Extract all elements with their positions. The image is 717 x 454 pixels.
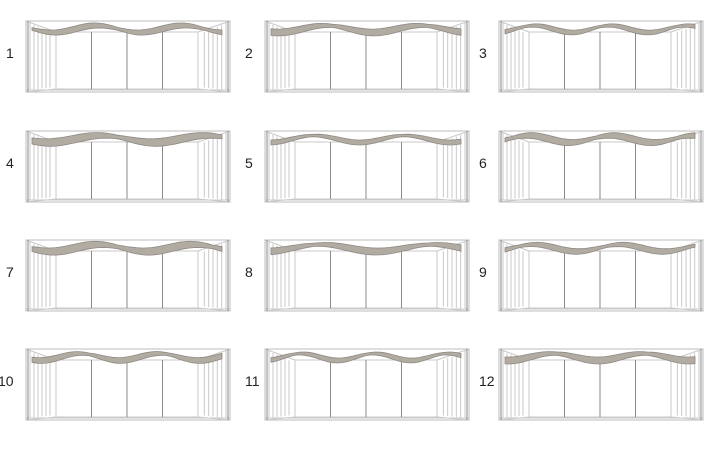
panel-number: 2 (245, 45, 253, 61)
pavilion-drawing (264, 130, 470, 203)
undulating-canopy (504, 241, 696, 255)
pavilion-drawing (25, 239, 231, 312)
frame-outer (25, 130, 231, 203)
frame-edge (264, 348, 296, 361)
pavilion-drawing (498, 130, 704, 203)
variant-panel: 12 (473, 346, 712, 454)
panel-number: 11 (245, 373, 260, 389)
panel-number: 9 (479, 264, 487, 280)
pavilion-drawing (25, 348, 231, 421)
frame-outer (264, 348, 470, 421)
frame-outer (498, 130, 704, 203)
frame-outer (264, 130, 470, 203)
variant-panel: 8 (239, 237, 478, 345)
frame-outer (25, 20, 231, 93)
panel-number: 4 (6, 155, 14, 171)
variant-panel: 10 (0, 346, 239, 454)
panel-number: 8 (245, 264, 253, 280)
pavilion-drawing (264, 348, 470, 421)
panel-number: 10 (0, 373, 14, 389)
variant-panel: 9 (473, 237, 712, 345)
undulating-canopy (31, 351, 223, 364)
variant-panel: 3 (473, 18, 712, 126)
undulating-canopy (270, 23, 462, 37)
panel-number: 3 (479, 45, 487, 61)
frame-outer (498, 20, 704, 93)
variant-panel: 6 (473, 128, 712, 236)
frame-outer (498, 239, 704, 312)
variant-panel: 4 (0, 128, 239, 236)
undulating-canopy (504, 23, 696, 36)
panel-number: 5 (245, 155, 253, 171)
frame-outer (498, 348, 704, 421)
pavilion-drawing (264, 239, 470, 312)
undulating-canopy (270, 242, 462, 256)
frame-edge (498, 20, 530, 33)
variant-panel: 7 (0, 237, 239, 345)
pavilion-drawing (498, 20, 704, 93)
pavilion-drawing (264, 20, 470, 93)
frame-outer (25, 239, 231, 312)
variant-panel: 2 (239, 18, 478, 126)
undulating-canopy (270, 133, 462, 146)
undulating-canopy (504, 132, 696, 147)
variant-panel: 11 (239, 346, 478, 454)
frame-outer (264, 239, 470, 312)
undulating-canopy (31, 240, 223, 256)
pavilion-drawing (25, 130, 231, 203)
undulating-canopy (31, 22, 223, 36)
pavilion-drawing (25, 20, 231, 93)
panel-number: 6 (479, 155, 487, 171)
panel-number: 12 (479, 373, 495, 389)
frame-outer (264, 20, 470, 93)
undulating-canopy (270, 351, 462, 364)
pavilion-drawing (498, 348, 704, 421)
frame-outer (25, 348, 231, 421)
variant-panel: 5 (239, 128, 478, 236)
undulating-canopy (504, 351, 696, 365)
panel-number: 7 (6, 264, 14, 280)
panel-number: 1 (6, 45, 14, 61)
undulating-canopy (31, 132, 223, 147)
pavilion-drawing (498, 239, 704, 312)
variant-panel: 1 (0, 18, 239, 126)
